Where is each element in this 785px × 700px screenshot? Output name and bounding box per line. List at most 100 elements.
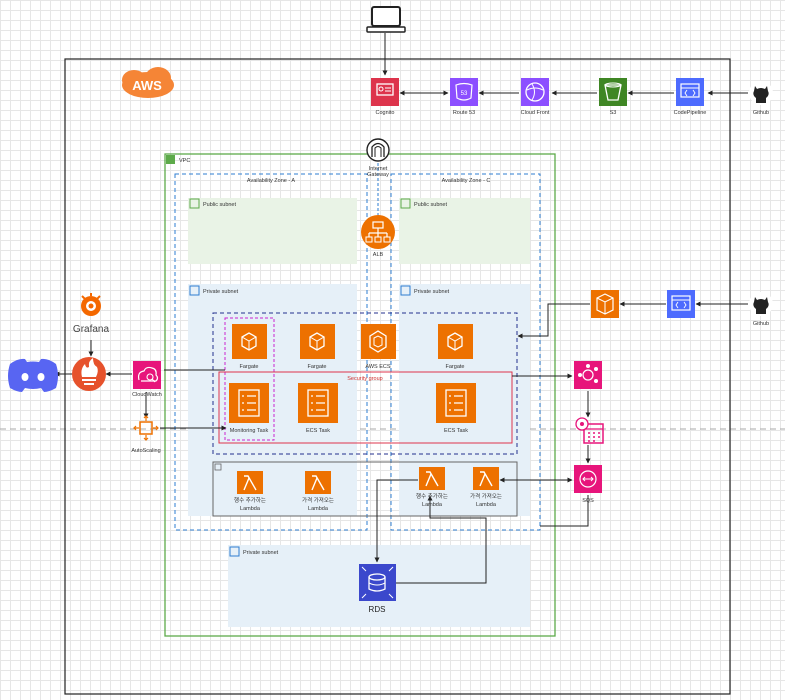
internet-gateway-node[interactable]: Internet Gateway [366,138,390,178]
cloudfront-label: Cloud Front [521,110,550,116]
monitoring-task-label: Monitoring Task [230,428,269,434]
lambda-1-node[interactable]: 행수 추가하는 Lambda [234,471,266,512]
lambda-1-label-1: 행수 추가하는 [234,496,266,504]
codepipeline-node[interactable]: CodePipeline [674,78,707,116]
aws-logo-label: AWS [132,78,162,93]
lambda-1-label-2: Lambda [240,506,261,512]
public-subnet-a-icon [189,198,200,209]
private-subnet-c-icon [400,285,411,296]
lambda-icon [419,467,445,490]
discord-node[interactable] [8,358,58,392]
codebuild-node[interactable] [667,290,695,318]
security-group [218,371,513,444]
lambda-4-label-1: 가격 가져오는 [470,492,502,500]
lambda-3-label-1: 행수 추가하는 [416,492,448,500]
az-a-label: Availability Zone - A [247,178,296,184]
alb-node[interactable]: ALB [361,215,395,258]
fargate-1-node[interactable]: Fargate [232,324,267,370]
private-subnet-c-label: Private subnet [414,289,450,295]
github-mid-label: Github [753,321,769,327]
lambda-2-label-1: 가격 가져오는 [302,496,334,504]
edge-lambda-rds [374,479,418,563]
prometheus-node[interactable] [72,357,106,391]
cognito-label: Cognito [376,110,395,116]
autoscaling-label: AutoScaling [131,448,160,454]
ecs-cluster [212,312,518,455]
codepipeline-label: CodePipeline [674,110,707,116]
scheduler-icon [583,423,604,444]
public-subnet-c-icon [400,198,411,209]
vpc-label: VPC [179,158,190,164]
cloudwatch-label: CloudWatch [132,392,162,398]
s3-node[interactable]: S3 [599,78,627,116]
fargate-2-label: Fargate [308,364,327,370]
public-subnet-a-label: Public subnet [203,202,236,208]
lambda-3-node[interactable]: 행수 추가하는 Lambda [416,467,448,508]
private-subnet-a-icon [189,285,200,296]
public-subnet-c-label: Public subnet [414,202,447,208]
rds-label: RDS [369,605,386,614]
alb-label: ALB [373,252,384,258]
ecs-task-1-label: ECS Task [306,428,330,434]
route53-badge: 53 [461,91,468,97]
cloudfront-node[interactable]: Cloud Front [521,78,550,116]
monitoring-group [224,317,275,441]
internet-gateway-icon [366,138,390,162]
public-subnet-a [188,198,357,264]
ecs-task-2-label: ECS Task [444,428,468,434]
lambda-3-label-2: Lambda [422,502,443,508]
aws-logo: AWS [122,67,174,98]
codepipeline-icon [676,78,704,106]
availability-zone-a [174,173,368,531]
cognito-node[interactable]: Cognito [371,78,399,116]
security-group-label: Security group [347,376,382,382]
grafana-node[interactable]: Grafana [73,293,110,335]
internet-gateway-label-1: Internet [369,166,388,172]
private-subnet-db-label: Private subnet [243,550,279,556]
fargate-1-label: Fargate [240,364,259,370]
route53-icon [450,78,478,106]
ecr-node[interactable] [591,290,619,318]
lambda-2-label-2: Lambda [308,506,329,512]
github-top-label: Github [753,110,769,116]
ecs-task-2-node[interactable]: ECS Task [436,383,476,434]
internet-gateway-label-2: Gateway [367,172,389,178]
autoscaling-icon [139,421,153,435]
vpc-icon [166,155,175,164]
scheduler-node[interactable] [575,417,604,444]
s3-icon [599,78,627,106]
sqs-node[interactable]: SQS [574,465,602,504]
edge-sqs-return [540,495,589,527]
lambda-4-node[interactable]: 가격 가져오는 Lambda [470,467,502,508]
lambda-group [212,461,518,517]
vpc-boundary [164,153,556,637]
public-subnet-c [399,198,530,264]
codebuild-icon [667,290,695,318]
lambda-group-icon [214,463,222,471]
lambda-2-node[interactable]: 가격 가져오는 Lambda [302,471,334,512]
rds-node[interactable]: RDS [359,564,396,614]
laptop-icon [366,6,406,33]
github-top-node[interactable]: Github [749,81,773,116]
aws-ecs-node[interactable]: AWS ECS [361,324,396,370]
ecs-task-1-node[interactable]: ECS Task [298,383,338,434]
edge-ecr-ecs [517,303,590,339]
autoscaling-node[interactable]: AutoScaling [131,415,161,454]
monitoring-task-node[interactable]: Monitoring Task [229,383,269,434]
lambda-4-label-2: Lambda [476,502,497,508]
lambda-icon [473,467,499,490]
route53-label: Route 53 [453,110,475,116]
fargate-3-node[interactable]: Fargate [438,324,473,370]
sqs-label: SQS [582,498,594,504]
github-mid-node[interactable]: Github [749,292,773,327]
private-subnet-db-icon [229,546,240,557]
fargate-2-node[interactable]: Fargate [300,324,335,370]
edge-rds-lambda [395,495,487,584]
discord-icon [8,358,58,392]
cloudwatch-node[interactable]: CloudWatch [132,361,162,398]
s3-label: S3 [610,110,617,116]
eventbridge-node[interactable] [574,361,602,389]
connections [54,33,748,584]
az-c-label: Availability Zone - C [442,178,491,184]
route53-node[interactable]: 53 Route 53 [450,78,478,116]
